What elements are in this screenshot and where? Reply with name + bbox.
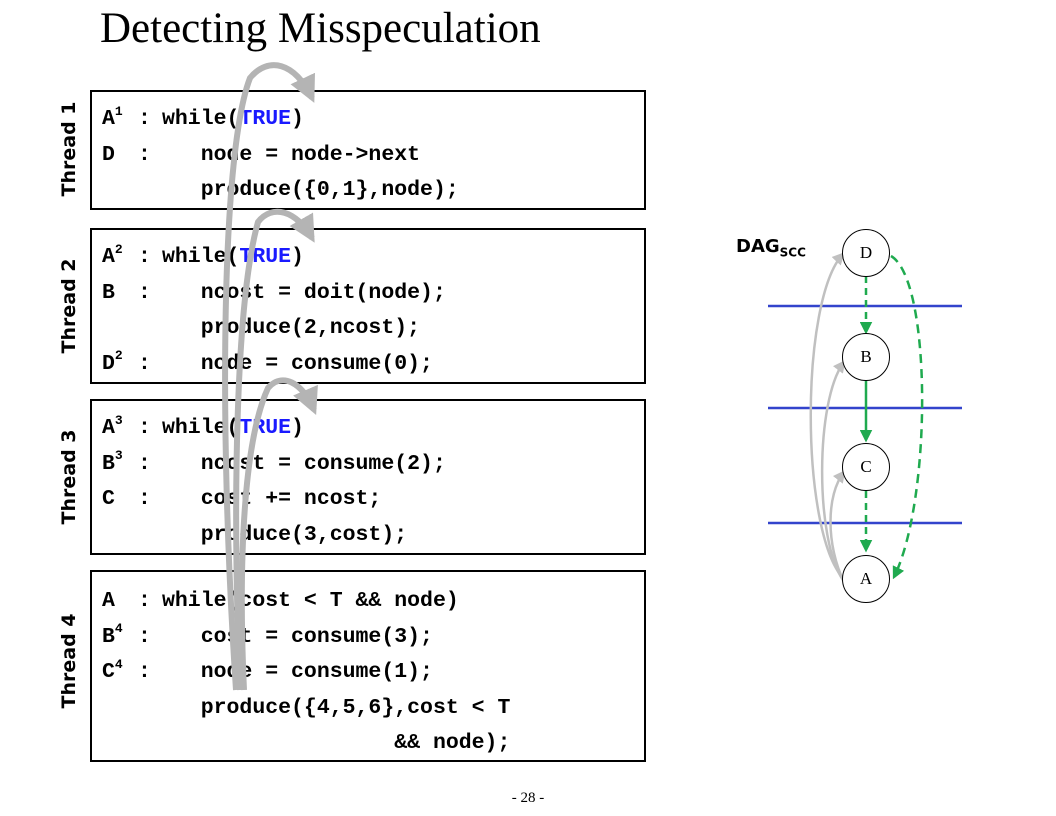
code-line: D: node = node->next — [102, 142, 421, 167]
code-line: produce(3,cost); — [102, 518, 446, 554]
code-text-post: ) — [291, 107, 304, 131]
back-edge-a-to-d — [809, 252, 845, 579]
code-line: A2:while(TRUE) — [102, 241, 304, 269]
line-label-sup: 3 — [114, 448, 123, 464]
thread-3-label: Thread 3 — [58, 429, 80, 525]
code-text: ncost = consume(2); — [162, 451, 446, 476]
code-text-post: ) — [291, 245, 304, 269]
back-edge-a-to-c — [829, 470, 846, 583]
code-text: && node); — [162, 731, 511, 755]
code-line: C4: node = consume(1); — [102, 656, 433, 684]
code-text: produce(3,cost); — [162, 522, 408, 547]
dag-label-sub: SCC — [779, 245, 806, 260]
code-text: produce({4,5,6},cost < T — [162, 695, 511, 720]
code-block: A1:while(TRUE) D: node = node->next produ… — [102, 102, 459, 209]
thread-4-code-box: A:while(cost < T && node) B4: cost = cons… — [90, 570, 646, 762]
code-line: B: ncost = doit(node); — [102, 280, 446, 305]
line-label: C — [102, 487, 115, 511]
line-label: B — [102, 280, 115, 305]
code-line: D2: node = consume(0); — [102, 348, 433, 376]
line-label: C — [102, 660, 115, 684]
line-label-sup: 3 — [114, 412, 123, 428]
line-label: A — [102, 589, 115, 613]
code-text: while( — [162, 416, 240, 440]
code-line: A1:while(TRUE) — [102, 103, 304, 131]
code-line: B3: ncost = consume(2); — [102, 448, 446, 476]
back-edge-a-to-b — [820, 360, 846, 581]
code-text: while(cost < T && node) — [162, 589, 459, 613]
code-text: cost += ncost; — [162, 487, 382, 511]
code-text: node = consume(1); — [162, 660, 433, 684]
code-text: produce({0,1},node); — [162, 178, 459, 202]
line-label: B — [102, 451, 115, 476]
line-label: A — [102, 245, 115, 269]
code-line: A:while(cost < T && node) — [102, 589, 459, 613]
code-line: C: cost += ncost; — [102, 487, 382, 511]
code-keyword: TRUE — [239, 245, 292, 269]
thread-4-label: Thread 4 — [58, 613, 80, 709]
code-text: node = consume(0); — [162, 351, 433, 376]
thread-3-code-box: A3:while(TRUE) B3: ncost = consume(2); C: … — [90, 399, 646, 555]
code-text-post: ) — [291, 416, 304, 440]
code-block: A3:while(TRUE) B3: ncost = consume(2); C: … — [102, 411, 446, 553]
code-line: A3:while(TRUE) — [102, 412, 304, 440]
thread-2-code-box: A2:while(TRUE) B: ncost = doit(node); pro… — [90, 228, 646, 384]
line-label: A — [102, 107, 115, 131]
line-label-sup: 1 — [114, 103, 123, 119]
thread-1-code-box: A1:while(TRUE) D: node = node->next produ… — [90, 90, 646, 210]
code-text: node = node->next — [162, 142, 421, 167]
code-keyword: TRUE — [239, 416, 292, 440]
code-keyword: TRUE — [239, 107, 292, 131]
line-label: D — [102, 142, 115, 167]
code-text: while( — [162, 245, 240, 269]
line-label-sup: 2 — [114, 348, 123, 364]
dag-node-d: D — [842, 229, 890, 277]
line-label: B — [102, 624, 115, 649]
dag-node-b: B — [842, 333, 890, 381]
dag-label-text: DAG — [736, 236, 780, 257]
code-block: A2:while(TRUE) B: ncost = doit(node); pro… — [102, 240, 446, 382]
dag-node-a: A — [842, 555, 890, 603]
page-number: - 28 - — [511, 790, 545, 806]
line-label: D — [102, 351, 115, 376]
line-label: A — [102, 416, 115, 440]
line-label-sup: 4 — [114, 621, 123, 637]
line-label-sup: 2 — [114, 241, 123, 257]
edge-d-to-a — [890, 254, 924, 580]
code-line: produce(2,ncost); — [102, 311, 446, 347]
code-text: while( — [162, 107, 240, 131]
code-text: ncost = doit(node); — [162, 280, 446, 305]
code-block: A:while(cost < T && node) B4: cost = cons… — [102, 584, 510, 762]
code-line: && node); — [102, 726, 510, 762]
code-text: cost = consume(3); — [162, 624, 433, 649]
code-line: B4: cost = consume(3); — [102, 621, 433, 649]
dag-node-c: C — [842, 443, 890, 491]
thread-2-label: Thread 2 — [58, 258, 80, 354]
slide-title: Detecting Misspeculation — [100, 5, 541, 52]
dag-scc-label: DAGSCC — [736, 236, 806, 260]
code-line: produce({4,5,6},cost < T — [102, 691, 511, 727]
line-label-sup: 4 — [114, 656, 123, 672]
code-line: produce({0,1},node); — [102, 173, 459, 209]
code-text: produce(2,ncost); — [162, 316, 421, 340]
